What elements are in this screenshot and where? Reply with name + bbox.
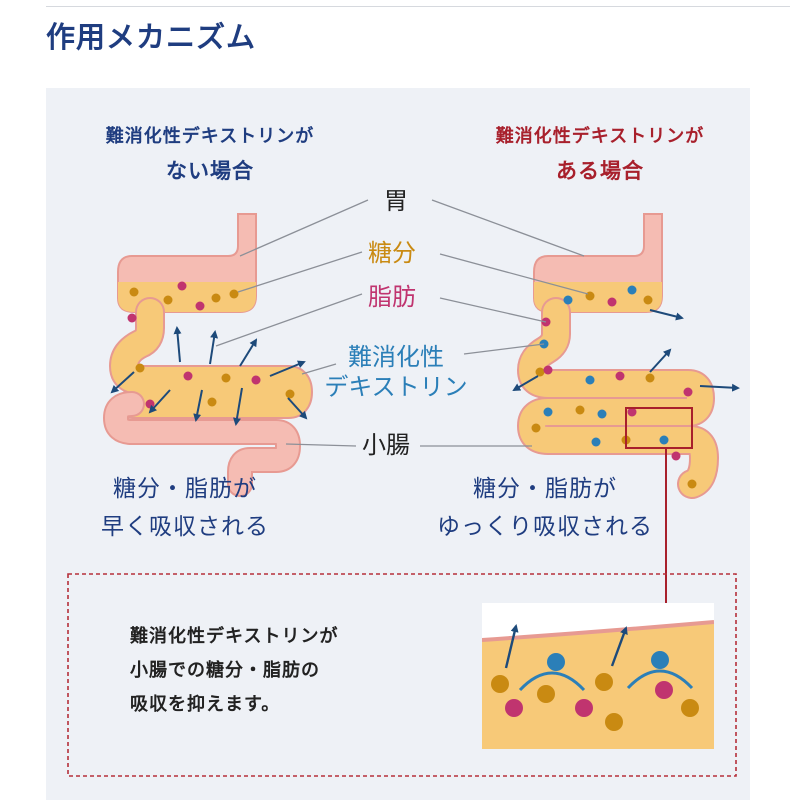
left-absorption-arrows xyxy=(110,326,308,426)
dextrin-barrier-2 xyxy=(626,669,694,690)
left-heading-line2: ない場合 xyxy=(166,159,254,183)
dextrin-label-line2: デキストリン xyxy=(324,373,468,401)
left-result-line2: 早く吸収される xyxy=(101,514,269,540)
right-intestine-contents xyxy=(519,299,717,497)
right-heading-line2: ある場合 xyxy=(556,159,644,183)
right-heading-line1: 難消化性デキストリンが xyxy=(495,126,705,147)
right-dextrin-particles xyxy=(539,285,669,447)
page-title: 作用メカニズム xyxy=(46,20,257,54)
left-intestine xyxy=(103,213,313,497)
left-lower-intestine xyxy=(105,393,299,495)
right-result-line1: 糖分・脂肪が xyxy=(473,476,617,502)
right-fat-particles xyxy=(541,297,693,461)
detail-note-line2: 小腸での糖分・脂肪の xyxy=(130,660,320,681)
right-result-line2: ゆっくり吸収される xyxy=(437,514,653,540)
dextrin-label: 難消化性 デキストリン xyxy=(316,342,476,402)
sugar-label: 糖分 xyxy=(368,239,416,267)
right-heading: 難消化性デキストリンが ある場合 xyxy=(460,120,740,188)
sugar-particle xyxy=(537,685,555,703)
zoom-detail-illustration xyxy=(482,603,714,749)
dextrin-label-line1: 難消化性 xyxy=(348,343,444,371)
right-intestine xyxy=(512,213,740,610)
right-sugar-particles xyxy=(531,291,697,489)
small-intestine-label: 小腸 xyxy=(362,431,410,459)
detail-note: 難消化性デキストリンが 小腸での糖分・脂肪の 吸収を抑えます。 xyxy=(130,620,338,722)
zoom-highlight-box xyxy=(625,407,693,449)
top-divider xyxy=(46,6,790,7)
left-result-line1: 糖分・脂肪が xyxy=(113,476,257,502)
dextrin-barrier-1 xyxy=(518,671,586,692)
sugar-particle xyxy=(605,713,623,731)
dextrin-particle xyxy=(651,651,669,669)
fat-particle xyxy=(575,699,593,717)
dextrin-particle xyxy=(547,653,565,671)
left-heading: 難消化性デキストリンが ない場合 xyxy=(70,120,350,188)
detail-note-line3: 吸収を抑えます。 xyxy=(130,694,281,715)
stomach-label: 胃 xyxy=(384,187,408,215)
left-heading-line1: 難消化性デキストリンが xyxy=(105,126,315,147)
sugar-particle xyxy=(595,673,613,691)
left-fat-particles xyxy=(127,281,261,409)
left-result: 糖分・脂肪が 早く吸収される xyxy=(70,470,300,546)
sugar-particle xyxy=(681,699,699,717)
fat-label: 脂肪 xyxy=(368,283,416,311)
detail-note-line1: 難消化性デキストリンが xyxy=(130,626,339,647)
fat-particle xyxy=(505,699,523,717)
detail-dashed-box xyxy=(67,573,737,777)
right-absorption-arrows xyxy=(512,309,740,392)
right-result: 糖分・脂肪が ゆっくり吸収される xyxy=(420,470,670,546)
left-sugar-particles xyxy=(129,287,295,407)
fat-particle xyxy=(655,681,673,699)
sugar-particle xyxy=(491,675,509,693)
label-leader-lines xyxy=(215,199,589,447)
